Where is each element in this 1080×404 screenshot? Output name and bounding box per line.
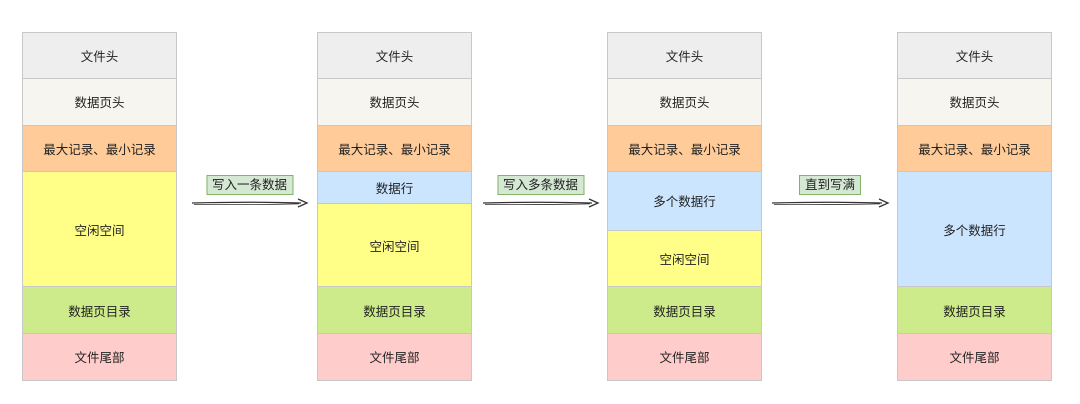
page-stack-3: 文件头数据页头最大记录、最小记录多个数据行空闲空间数据页目录文件尾部 [607,32,762,381]
transition-label: 写入多条数据 [496,175,585,195]
block-trailer: 文件尾部 [23,333,176,380]
block-page-header: 数据页头 [23,79,176,126]
block-header: 文件头 [318,33,471,80]
page-stack-2: 文件头数据页头最大记录、最小记录数据行空闲空间数据页目录文件尾部 [317,32,472,381]
transition-arrow-3: 直到写满 [771,175,890,215]
transition-label: 直到写满 [798,175,862,195]
block-minmax: 最大记录、最小记录 [898,125,1051,172]
block-data-rows: 多个数据行 [898,171,1051,288]
block-free-space: 空闲空间 [23,171,176,288]
arrow-head-icon [297,198,309,208]
block-directory: 数据页目录 [318,287,471,334]
arrow-head-icon [878,198,890,208]
block-trailer: 文件尾部 [608,333,761,380]
arrow-head-icon [588,198,600,208]
block-directory: 数据页目录 [23,287,176,334]
block-header: 文件头 [608,33,761,80]
transition-arrow-1: 写入一条数据 [191,175,309,215]
block-page-header: 数据页头 [608,79,761,126]
arrow-shaft-sketch [773,203,881,206]
block-data-rows: 数据行 [318,171,471,205]
page-stack-4: 文件头数据页头最大记录、最小记录多个数据行数据页目录文件尾部 [897,32,1052,381]
block-minmax: 最大记录、最小记录 [318,125,471,172]
transition-label: 写入一条数据 [205,175,294,195]
transition-arrow-2: 写入多条数据 [482,175,600,215]
arrow-line [771,198,890,208]
block-minmax: 最大记录、最小记录 [608,125,761,172]
block-directory: 数据页目录 [898,287,1051,334]
arrow-shaft-sketch [484,203,591,206]
block-trailer: 文件尾部 [898,333,1051,380]
arrow-line [482,198,600,208]
block-directory: 数据页目录 [608,287,761,334]
arrow-shaft [482,201,593,204]
block-header: 文件头 [898,33,1051,80]
arrow-shaft [191,201,302,204]
block-free-space: 空闲空间 [608,230,761,288]
block-minmax: 最大记录、最小记录 [23,125,176,172]
block-free-space: 空闲空间 [318,204,471,288]
arrow-shaft-sketch [193,203,300,206]
block-page-header: 数据页头 [318,79,471,126]
arrow-line [191,198,309,208]
block-data-rows: 多个数据行 [608,171,761,231]
block-header: 文件头 [23,33,176,80]
arrow-shaft [771,201,883,204]
block-page-header: 数据页头 [898,79,1051,126]
block-trailer: 文件尾部 [318,333,471,380]
page-stack-1: 文件头数据页头最大记录、最小记录空闲空间数据页目录文件尾部 [22,32,177,381]
